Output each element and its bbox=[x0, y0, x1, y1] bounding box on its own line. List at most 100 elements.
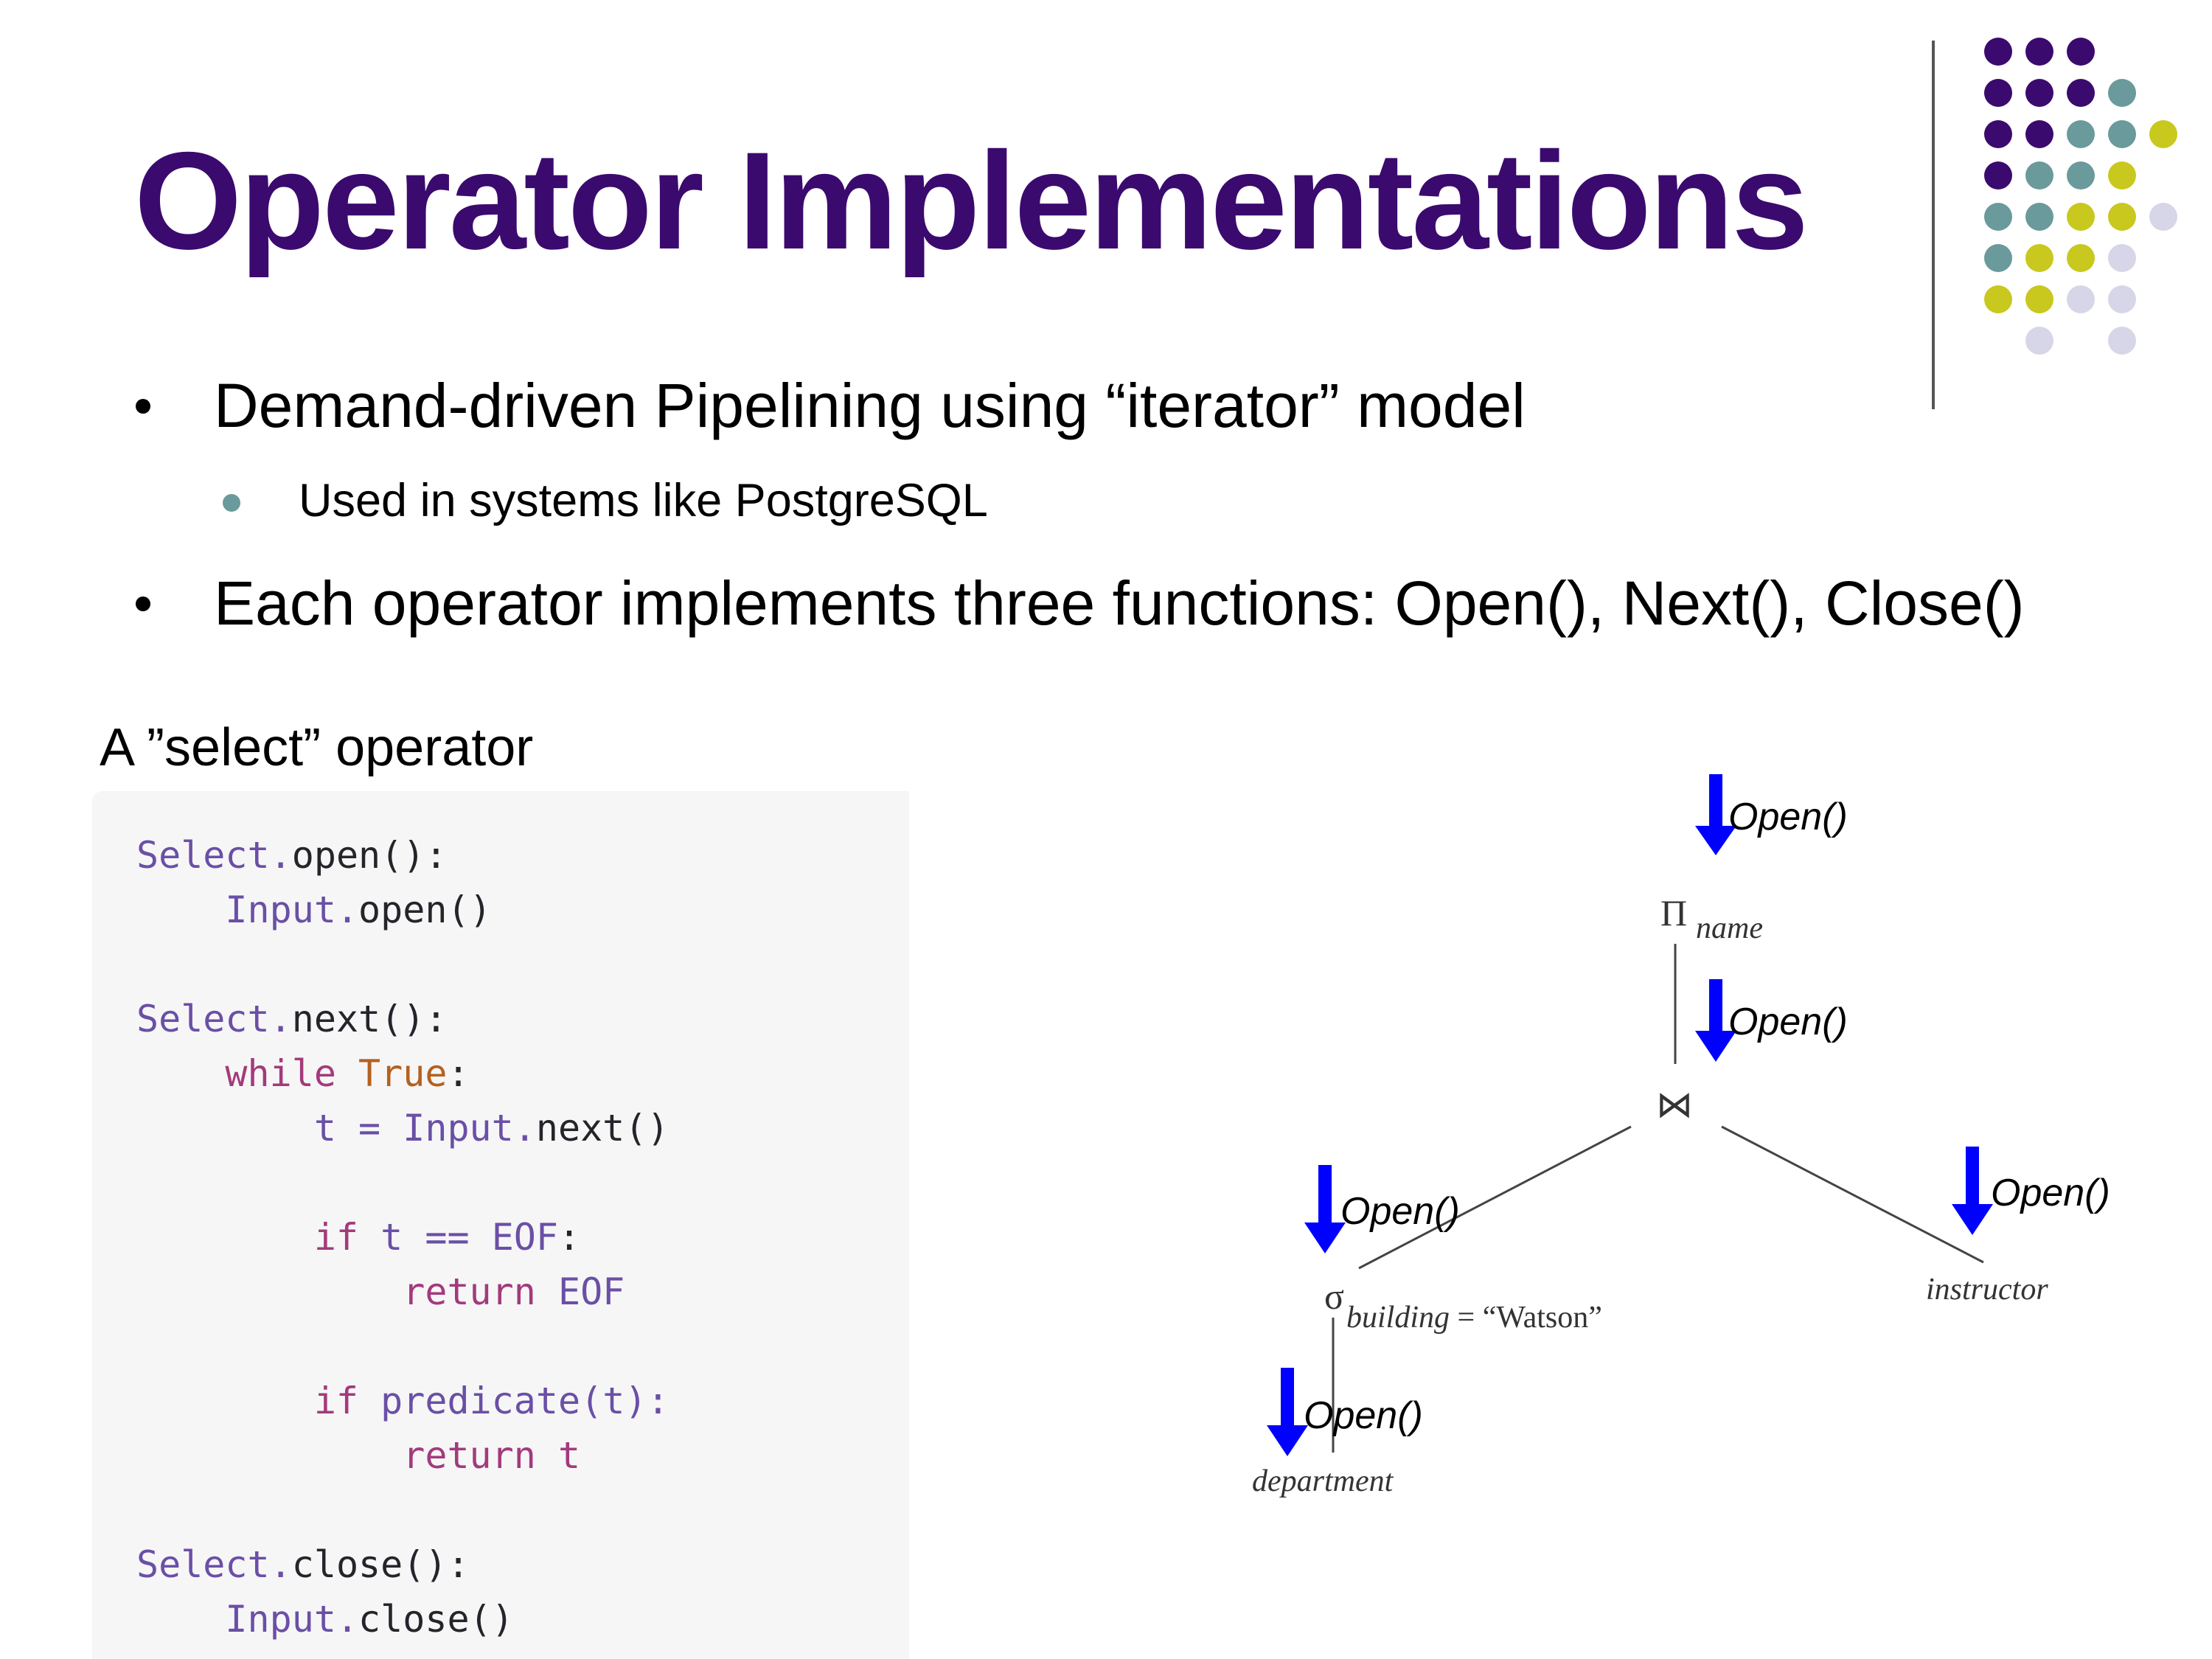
open-arrow-2: Open() bbox=[1695, 979, 1848, 1062]
decorative-dot bbox=[1984, 120, 2012, 148]
decorative-dot bbox=[1984, 203, 2012, 231]
code-token: if bbox=[313, 1380, 359, 1422]
edge-join-instructor bbox=[1721, 1125, 1984, 1264]
open-label: Open() bbox=[1340, 1190, 1460, 1233]
code-line-10: Select.close(): bbox=[136, 1546, 470, 1583]
decorative-dot bbox=[1984, 38, 2012, 66]
code-token: . bbox=[269, 1543, 292, 1586]
bullet-1-text: Demand-driven Pipelining using “iterator… bbox=[214, 371, 1526, 440]
code-token: Select bbox=[136, 1543, 270, 1586]
code-token: : bbox=[558, 1216, 581, 1259]
decorative-dot bbox=[1984, 244, 2012, 272]
decorative-dot bbox=[2108, 79, 2136, 107]
code-token: . bbox=[269, 998, 292, 1040]
bullet-2: Each operator implements three functions… bbox=[136, 572, 2025, 634]
code-token: next() bbox=[535, 1107, 669, 1150]
decorative-dot bbox=[2067, 203, 2095, 231]
decorative-dot bbox=[2025, 38, 2053, 66]
decorative-dot bbox=[2108, 285, 2136, 313]
code-token: t bbox=[380, 1216, 403, 1259]
bullet-1: Demand-driven Pipelining using “iterator… bbox=[136, 375, 1526, 437]
decorative-dot bbox=[2108, 327, 2136, 355]
decorative-dot bbox=[1984, 79, 2012, 107]
code-token: open(): bbox=[291, 834, 448, 877]
code-token: return bbox=[403, 1270, 536, 1313]
code-token: open() bbox=[358, 888, 492, 931]
decorative-dot bbox=[2025, 285, 2053, 313]
code-token: t bbox=[557, 1434, 581, 1477]
code-caption: A ”select” operator bbox=[100, 718, 534, 777]
code-token: . bbox=[269, 834, 292, 877]
code-line-1: Select.open(): bbox=[136, 837, 447, 874]
open-label: Open() bbox=[1304, 1394, 1423, 1437]
sub-bullet-dot bbox=[223, 494, 240, 512]
code-line-3: Select.next(): bbox=[136, 1001, 447, 1037]
code-token: (t): bbox=[580, 1380, 669, 1422]
code-line-5: t = Input.next() bbox=[136, 1110, 669, 1147]
decorative-dot bbox=[2067, 79, 2095, 107]
decorative-dot bbox=[2067, 244, 2095, 272]
bullet-dot bbox=[136, 399, 150, 414]
code-token: True bbox=[358, 1052, 448, 1095]
code-token: Select bbox=[136, 834, 270, 877]
arrow-down-icon bbox=[1695, 1031, 1736, 1062]
query-plan-tree: Π name ⋈ σ building = “Watson” departmen… bbox=[1252, 774, 2110, 1498]
decorative-dot bbox=[2108, 244, 2136, 272]
code-token: = bbox=[335, 1107, 403, 1150]
edge-join-select bbox=[1358, 1125, 1632, 1270]
code-token: Input bbox=[225, 1598, 336, 1641]
code-token: while bbox=[225, 1052, 336, 1095]
code-token: close() bbox=[358, 1598, 514, 1641]
decorative-dot bbox=[2067, 120, 2095, 148]
code-line-8: if predicate(t): bbox=[136, 1382, 669, 1419]
decorative-dot bbox=[2025, 327, 2053, 355]
code-token: return bbox=[403, 1434, 536, 1477]
code-token: close(): bbox=[291, 1543, 470, 1586]
decorative-dot bbox=[2149, 203, 2177, 231]
open-arrow-3: Open() bbox=[1304, 1165, 1460, 1253]
code-line-9: return t bbox=[136, 1437, 580, 1474]
code-block: Select.open(): Input.open() Select.next(… bbox=[92, 791, 909, 1659]
decorative-dot bbox=[1984, 161, 2012, 189]
code-line-11: Input.close() bbox=[136, 1598, 514, 1641]
code-token: EOF bbox=[557, 1270, 625, 1313]
open-arrow-5: Open() bbox=[1267, 1368, 1423, 1456]
arrow-icon-shaft bbox=[1281, 1368, 1294, 1427]
code-token: : bbox=[447, 1052, 470, 1095]
relation-department: department bbox=[1252, 1464, 1394, 1498]
decorative-dot bbox=[2108, 161, 2136, 189]
project-symbol: Π bbox=[1660, 892, 1687, 933]
decorative-dot bbox=[2108, 120, 2136, 148]
select-symbol: σ bbox=[1324, 1276, 1344, 1317]
arrow-icon-shaft bbox=[1966, 1147, 1979, 1206]
open-label: Open() bbox=[1991, 1172, 2110, 1214]
code-token: if bbox=[313, 1216, 359, 1259]
select-attr: building bbox=[1346, 1301, 1450, 1335]
open-arrow-4: Open() bbox=[1952, 1147, 2110, 1235]
code-token: predicate bbox=[380, 1380, 581, 1422]
bullet-2-text: Each operator implements three functions… bbox=[214, 568, 2025, 638]
decorative-dot bbox=[2025, 120, 2053, 148]
code-token: . bbox=[513, 1107, 536, 1150]
code-line-4: while True: bbox=[136, 1052, 470, 1095]
select-predicate: building = “Watson” bbox=[1346, 1301, 1602, 1335]
arrow-down-icon bbox=[1952, 1204, 1993, 1235]
decorative-dot bbox=[2067, 161, 2095, 189]
decorative-dot bbox=[2025, 161, 2053, 189]
arrow-icon-shaft bbox=[1709, 774, 1722, 827]
code-line-6: if t == EOF: bbox=[136, 1219, 580, 1256]
decorative-dot bbox=[2025, 244, 2053, 272]
arrow-icon-shaft bbox=[1318, 1165, 1332, 1224]
relation-instructor: instructor bbox=[1926, 1273, 2048, 1307]
decorative-dot bbox=[1984, 285, 2012, 313]
join-symbol: ⋈ bbox=[1656, 1084, 1693, 1125]
slide-title: Operator Implementations bbox=[134, 123, 1809, 278]
code-token: Select bbox=[136, 998, 270, 1040]
arrow-down-icon bbox=[1267, 1425, 1308, 1456]
arrow-down-icon bbox=[1304, 1222, 1346, 1253]
code-token: . bbox=[335, 888, 359, 931]
decorative-dot bbox=[2149, 120, 2177, 148]
decorative-dot bbox=[2025, 203, 2053, 231]
code-line-7: return EOF bbox=[136, 1273, 625, 1310]
